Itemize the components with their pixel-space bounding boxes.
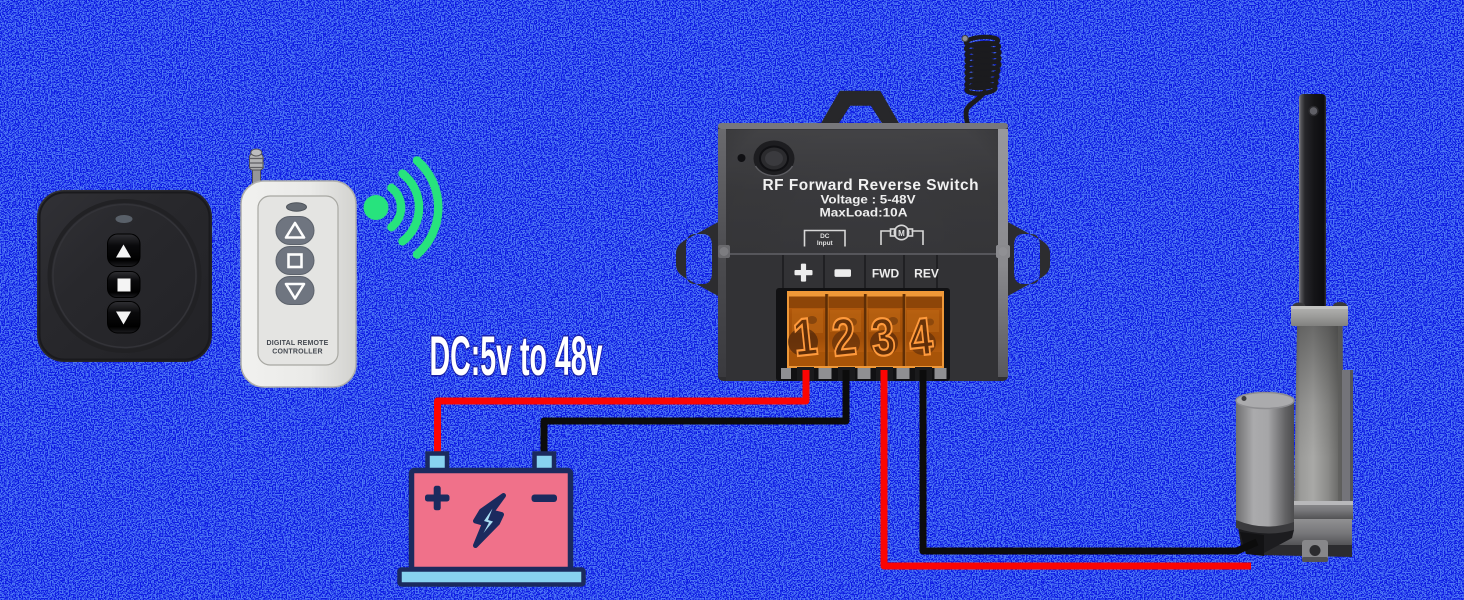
svg-text:MaxLoad:10A: MaxLoad:10A xyxy=(820,206,908,220)
svg-text:REV: REV xyxy=(914,267,939,281)
svg-text:3: 3 xyxy=(868,308,898,369)
svg-text:DIGITAL REMOTE: DIGITAL REMOTE xyxy=(266,340,328,347)
svg-text:FWD: FWD xyxy=(872,267,900,281)
svg-text:M: M xyxy=(898,229,905,238)
svg-text:DC: DC xyxy=(820,233,830,240)
svg-text:CONTROLLER: CONTROLLER xyxy=(272,349,323,356)
svg-text:Voltage : 5-48V: Voltage : 5-48V xyxy=(821,192,916,206)
svg-text:Input: Input xyxy=(817,240,834,247)
svg-text:RF Forward Reverse Switch: RF Forward Reverse Switch xyxy=(763,177,979,194)
svg-text:DC:5v to 48v: DC:5v to 48v xyxy=(429,326,602,388)
